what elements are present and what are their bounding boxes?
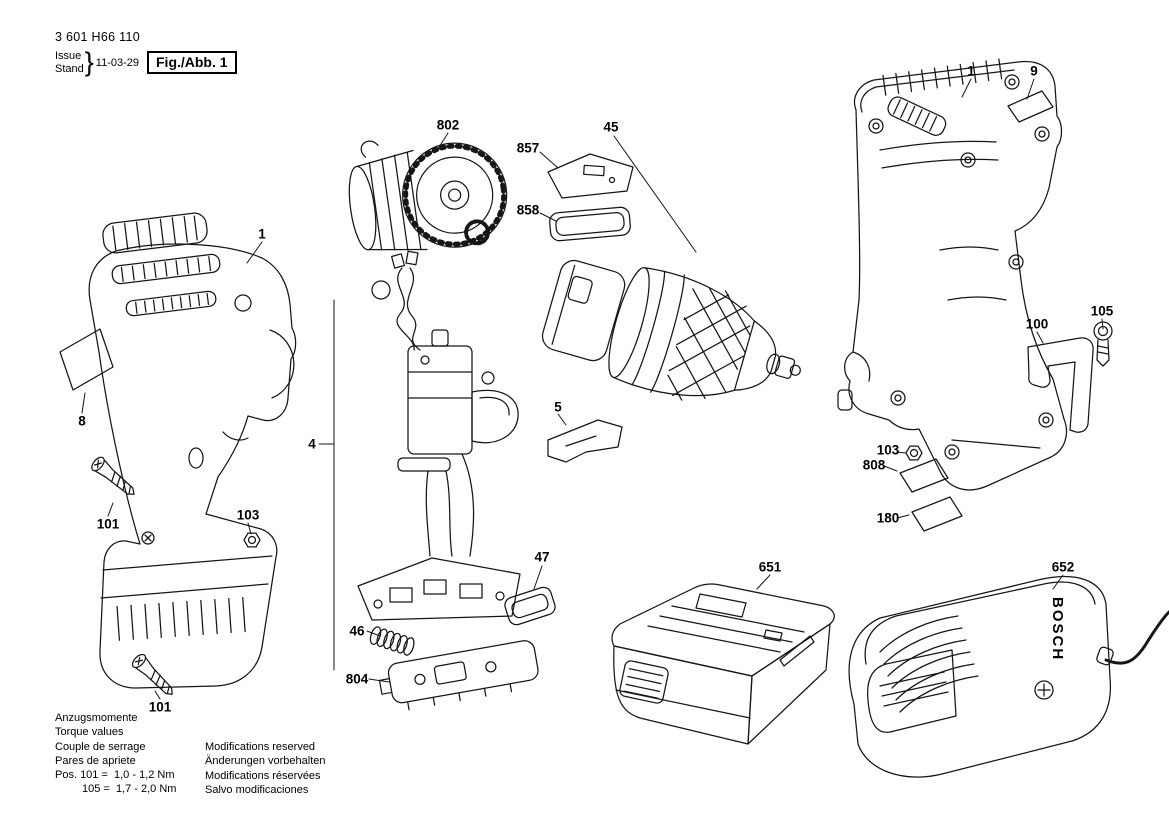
switch-assembly-drawing (357, 250, 521, 621)
leader-lines (81, 78, 1104, 700)
bracket-5-drawing (547, 419, 623, 463)
part-callout-808: 808 (862, 457, 886, 473)
modifications-note-line: Modifications réservées (205, 769, 321, 782)
nut-103-right-drawing (905, 445, 923, 461)
part-callout-180: 180 (876, 510, 900, 526)
title-block: 3 601 H66 110 Issue Stand } 11-03-29 Fig… (55, 30, 237, 76)
part-callout-47: 47 (534, 549, 550, 565)
part-callout-858: 858 (516, 202, 540, 218)
part-callout-103: 103 (236, 507, 260, 523)
part-callout-652: 652 (1051, 559, 1075, 575)
screw-105-drawing (1093, 321, 1113, 367)
battery-651-drawing (611, 583, 835, 745)
part-callout-651: 651 (758, 559, 782, 575)
part-callout-101: 101 (148, 699, 172, 715)
brace-glyph: } (84, 47, 94, 77)
part-callout-101: 101 (96, 516, 120, 532)
torque-note-line: Pares de apriete (55, 754, 136, 767)
torque-note: Anzugsmomente Torque values Couple de se… (55, 711, 176, 797)
figure-label: Fig./Abb. 1 (147, 51, 237, 74)
right-housing-drawing (837, 58, 1068, 491)
issue-date: 11-03-29 (95, 56, 139, 69)
cap-47-drawing (504, 586, 556, 626)
sticker-9-drawing (1007, 90, 1054, 123)
plate-804-drawing (378, 640, 539, 711)
part-callout-8: 8 (78, 413, 86, 429)
part-callout-1: 1 (967, 63, 975, 79)
torque-entry: 105 = 1,7 - 2,0 Nm (82, 783, 177, 796)
sticker-808-drawing (899, 458, 949, 493)
spring-46-drawing (369, 626, 415, 656)
part-callout-100: 100 (1025, 316, 1049, 332)
part-callout-4: 4 (308, 436, 316, 452)
modifications-note-line: Salvo modificaciones (205, 783, 309, 796)
charger-652-drawing (848, 576, 1169, 778)
nut-103-left-drawing (243, 532, 261, 548)
torque-note-line: Torque values (55, 726, 124, 739)
modifications-note-line: Änderungen vorbehalten (205, 755, 326, 768)
part-callout-857: 857 (516, 140, 540, 156)
belt-clip-100-drawing (1027, 337, 1094, 433)
part-callout-9: 9 (1030, 63, 1038, 79)
stand-label: Stand (55, 62, 84, 75)
part-callout-804: 804 (345, 671, 369, 687)
part-callout-1: 1 (258, 226, 266, 242)
part-callout-5: 5 (554, 399, 562, 415)
modifications-note-line: Modifications reserved (205, 741, 316, 753)
gasket-858-drawing (549, 206, 631, 242)
part-callout-105: 105 (1090, 303, 1114, 319)
sticker-180-drawing (911, 496, 963, 532)
part-callout-103: 103 (876, 442, 900, 458)
charger-brand-label: BOSCH (1049, 597, 1066, 662)
issue-label: Issue (55, 49, 82, 62)
torque-entry: Pos. 101 = 1,0 - 1,2 Nm (55, 769, 175, 782)
part-callout-45: 45 (603, 119, 619, 135)
modifications-note: Modifications reserved Änderungen vorbeh… (205, 740, 325, 797)
torque-note-line: Couple de serrage (55, 740, 146, 753)
sticker-8-drawing (59, 328, 114, 391)
gearbox-chuck-drawing (541, 259, 801, 401)
left-housing-drawing (88, 212, 297, 689)
motor-802-drawing (348, 140, 508, 251)
part-callout-46: 46 (349, 623, 365, 639)
clip-857-drawing (547, 153, 634, 199)
part-number: 3 601 H66 110 (55, 30, 140, 44)
torque-note-line: Anzugsmomente (55, 712, 138, 724)
part-callout-802: 802 (436, 117, 460, 133)
